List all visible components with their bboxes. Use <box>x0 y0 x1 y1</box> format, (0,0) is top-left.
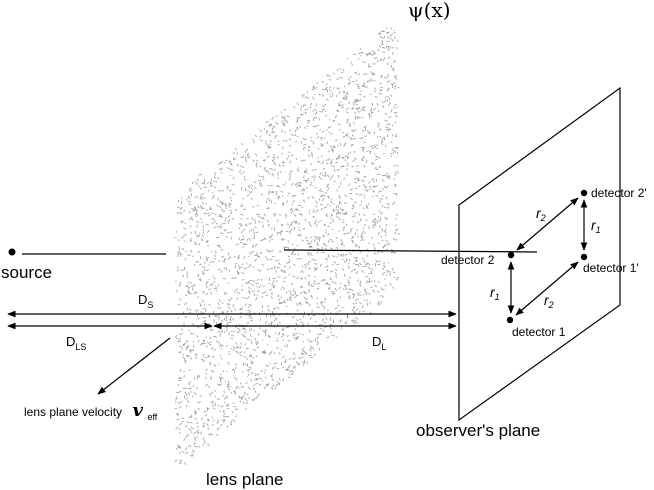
psi-label: ψ(x) <box>408 0 451 22</box>
lens-plane-label: lens plane <box>206 470 284 489</box>
r1-left-main: r <box>490 284 496 300</box>
r2-top-main: r <box>536 205 542 221</box>
dl-sub: L <box>381 342 386 352</box>
lens-plane-speckle <box>174 27 400 466</box>
ds-label: DS <box>138 292 153 310</box>
r1-right-sub: 1 <box>596 225 601 235</box>
dls-label: DLS <box>66 334 86 352</box>
dls-sub: LS <box>75 342 86 352</box>
detector-1p-label: detector 1' <box>583 261 639 275</box>
r1-left-sub: 1 <box>495 292 500 302</box>
r2-bottom-main: r <box>544 292 550 308</box>
r1-right-label: r1 <box>591 217 601 235</box>
ds-sub: S <box>147 300 153 310</box>
source-dot <box>8 248 16 256</box>
lens-plane-screen <box>174 27 400 466</box>
velocity-subscript: eff <box>147 412 157 422</box>
baseline-r2-top <box>516 197 579 251</box>
velocity-label: lens plane velocity v eff <box>24 400 158 422</box>
detector-2-dot <box>507 251 515 259</box>
baseline-r2-bottom <box>515 261 579 316</box>
detector-1-dot <box>506 316 514 324</box>
detector-2p-dot <box>580 189 588 197</box>
dl-label: DL <box>372 334 386 352</box>
r1-left-label: r1 <box>490 284 500 302</box>
r2-top-label: r2 <box>536 205 546 223</box>
ray-to-detector <box>283 249 538 253</box>
velocity-symbol: v <box>133 400 144 421</box>
source-label: source <box>1 263 52 282</box>
detector-1p-dot <box>580 253 588 261</box>
observer-plane-label: observer's plane <box>416 421 540 440</box>
velocity-text: lens plane velocity <box>24 405 122 419</box>
dl-main: D <box>372 334 381 349</box>
r2-bottom-sub: 2 <box>548 300 554 310</box>
detector-2p-label: detector 2' <box>591 186 647 200</box>
dls-main: D <box>66 334 75 349</box>
r2-bottom-label: r2 <box>544 292 554 310</box>
detector-1-label: detector 1 <box>512 325 566 339</box>
r1-right-main: r <box>591 217 597 233</box>
velocity-arrow <box>97 337 171 395</box>
observer-plane <box>458 86 621 422</box>
ds-main: D <box>138 292 147 307</box>
detector-2-label: detector 2 <box>441 253 495 267</box>
r2-top-sub: 2 <box>540 213 546 223</box>
